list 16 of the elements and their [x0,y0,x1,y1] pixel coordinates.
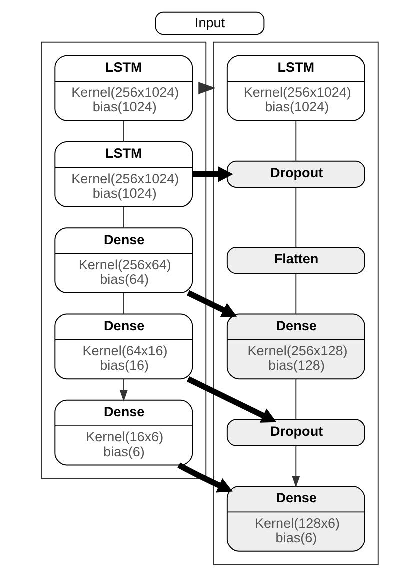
connector [122,292,124,315]
arrow [186,290,237,318]
arrow [192,166,233,182]
cluster [212,42,378,566]
connector [122,120,124,142]
connector [295,120,296,162]
arrow [292,446,300,488]
arrow [177,462,232,493]
arrow [198,82,216,94]
connector [122,206,124,228]
cluster [40,42,206,480]
arrow [119,379,128,402]
connector [295,273,296,314]
connector [295,379,296,420]
arrow [186,376,276,423]
connector [295,187,296,248]
